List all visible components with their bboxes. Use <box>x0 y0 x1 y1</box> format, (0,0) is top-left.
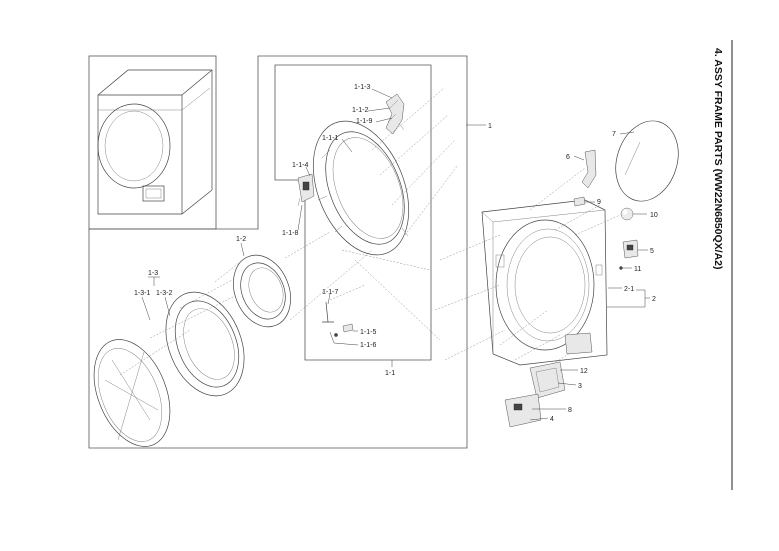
part-front-panel <box>481 199 608 366</box>
label-1-1-3: 1-1-3 <box>354 84 370 91</box>
label-7: 7 <box>612 131 616 138</box>
label-1-1-8: 1-1-8 <box>282 230 298 237</box>
part-screw <box>619 266 632 270</box>
label-1-1-7: 1-1-7 <box>322 289 338 296</box>
label-12: 12 <box>580 368 588 375</box>
label-1-2: 1-2 <box>236 236 246 243</box>
assembly-guide-lines <box>119 87 621 376</box>
assembly-frames <box>88 55 468 449</box>
part-hinge <box>385 93 405 135</box>
part-knob <box>620 207 634 221</box>
label-8: 8 <box>568 407 572 414</box>
washer-overview-illustration <box>97 69 213 215</box>
part-housing <box>529 361 566 399</box>
part-cover <box>615 120 679 202</box>
label-1-1-2: 1-1-2 <box>352 107 368 114</box>
part-door-frame <box>165 291 245 397</box>
label-3: 3 <box>578 383 582 390</box>
label-1-1-6: 1-1-6 <box>360 342 376 349</box>
part-door-latch <box>297 173 315 207</box>
label-10: 10 <box>650 212 658 219</box>
part-filter-cover <box>504 393 542 428</box>
label-5: 5 <box>650 248 654 255</box>
part-clip <box>573 196 586 207</box>
label-1-3-1: 1-3-1 <box>134 290 150 297</box>
label-1-1-4: 1-1-4 <box>292 162 308 169</box>
callout-labels: 1 1-1-3 1-1-2 1-1-9 1-1-1 1-1-4 1-1-8 1-… <box>134 84 658 423</box>
label-9: 9 <box>597 199 601 206</box>
part-door-liner <box>233 254 291 328</box>
part-switch <box>622 239 639 259</box>
label-1-1: 1-1 <box>385 370 395 377</box>
part-door-ring <box>312 120 410 256</box>
label-1-3-2: 1-3-2 <box>156 290 172 297</box>
label-1-1-5: 1-1-5 <box>360 329 376 336</box>
part-bracket <box>581 149 597 189</box>
label-11: 11 <box>634 266 641 273</box>
label-1-1-1: 1-1-1 <box>322 135 338 142</box>
part-fasteners <box>322 301 354 337</box>
label-1-1-9: 1-1-9 <box>356 118 372 125</box>
label-1-3: 1-3 <box>148 270 158 277</box>
label-6: 6 <box>566 154 570 161</box>
page-title: 4. ASSY FRAME PARTS (WW22N6850QX/A2) <box>712 48 724 270</box>
label-2-1: 2-1 <box>624 286 634 293</box>
part-door-glass <box>93 339 171 447</box>
leader-lines <box>141 88 650 421</box>
label-4: 4 <box>550 416 554 423</box>
label-1: 1 <box>488 123 492 130</box>
label-2: 2 <box>652 296 656 303</box>
